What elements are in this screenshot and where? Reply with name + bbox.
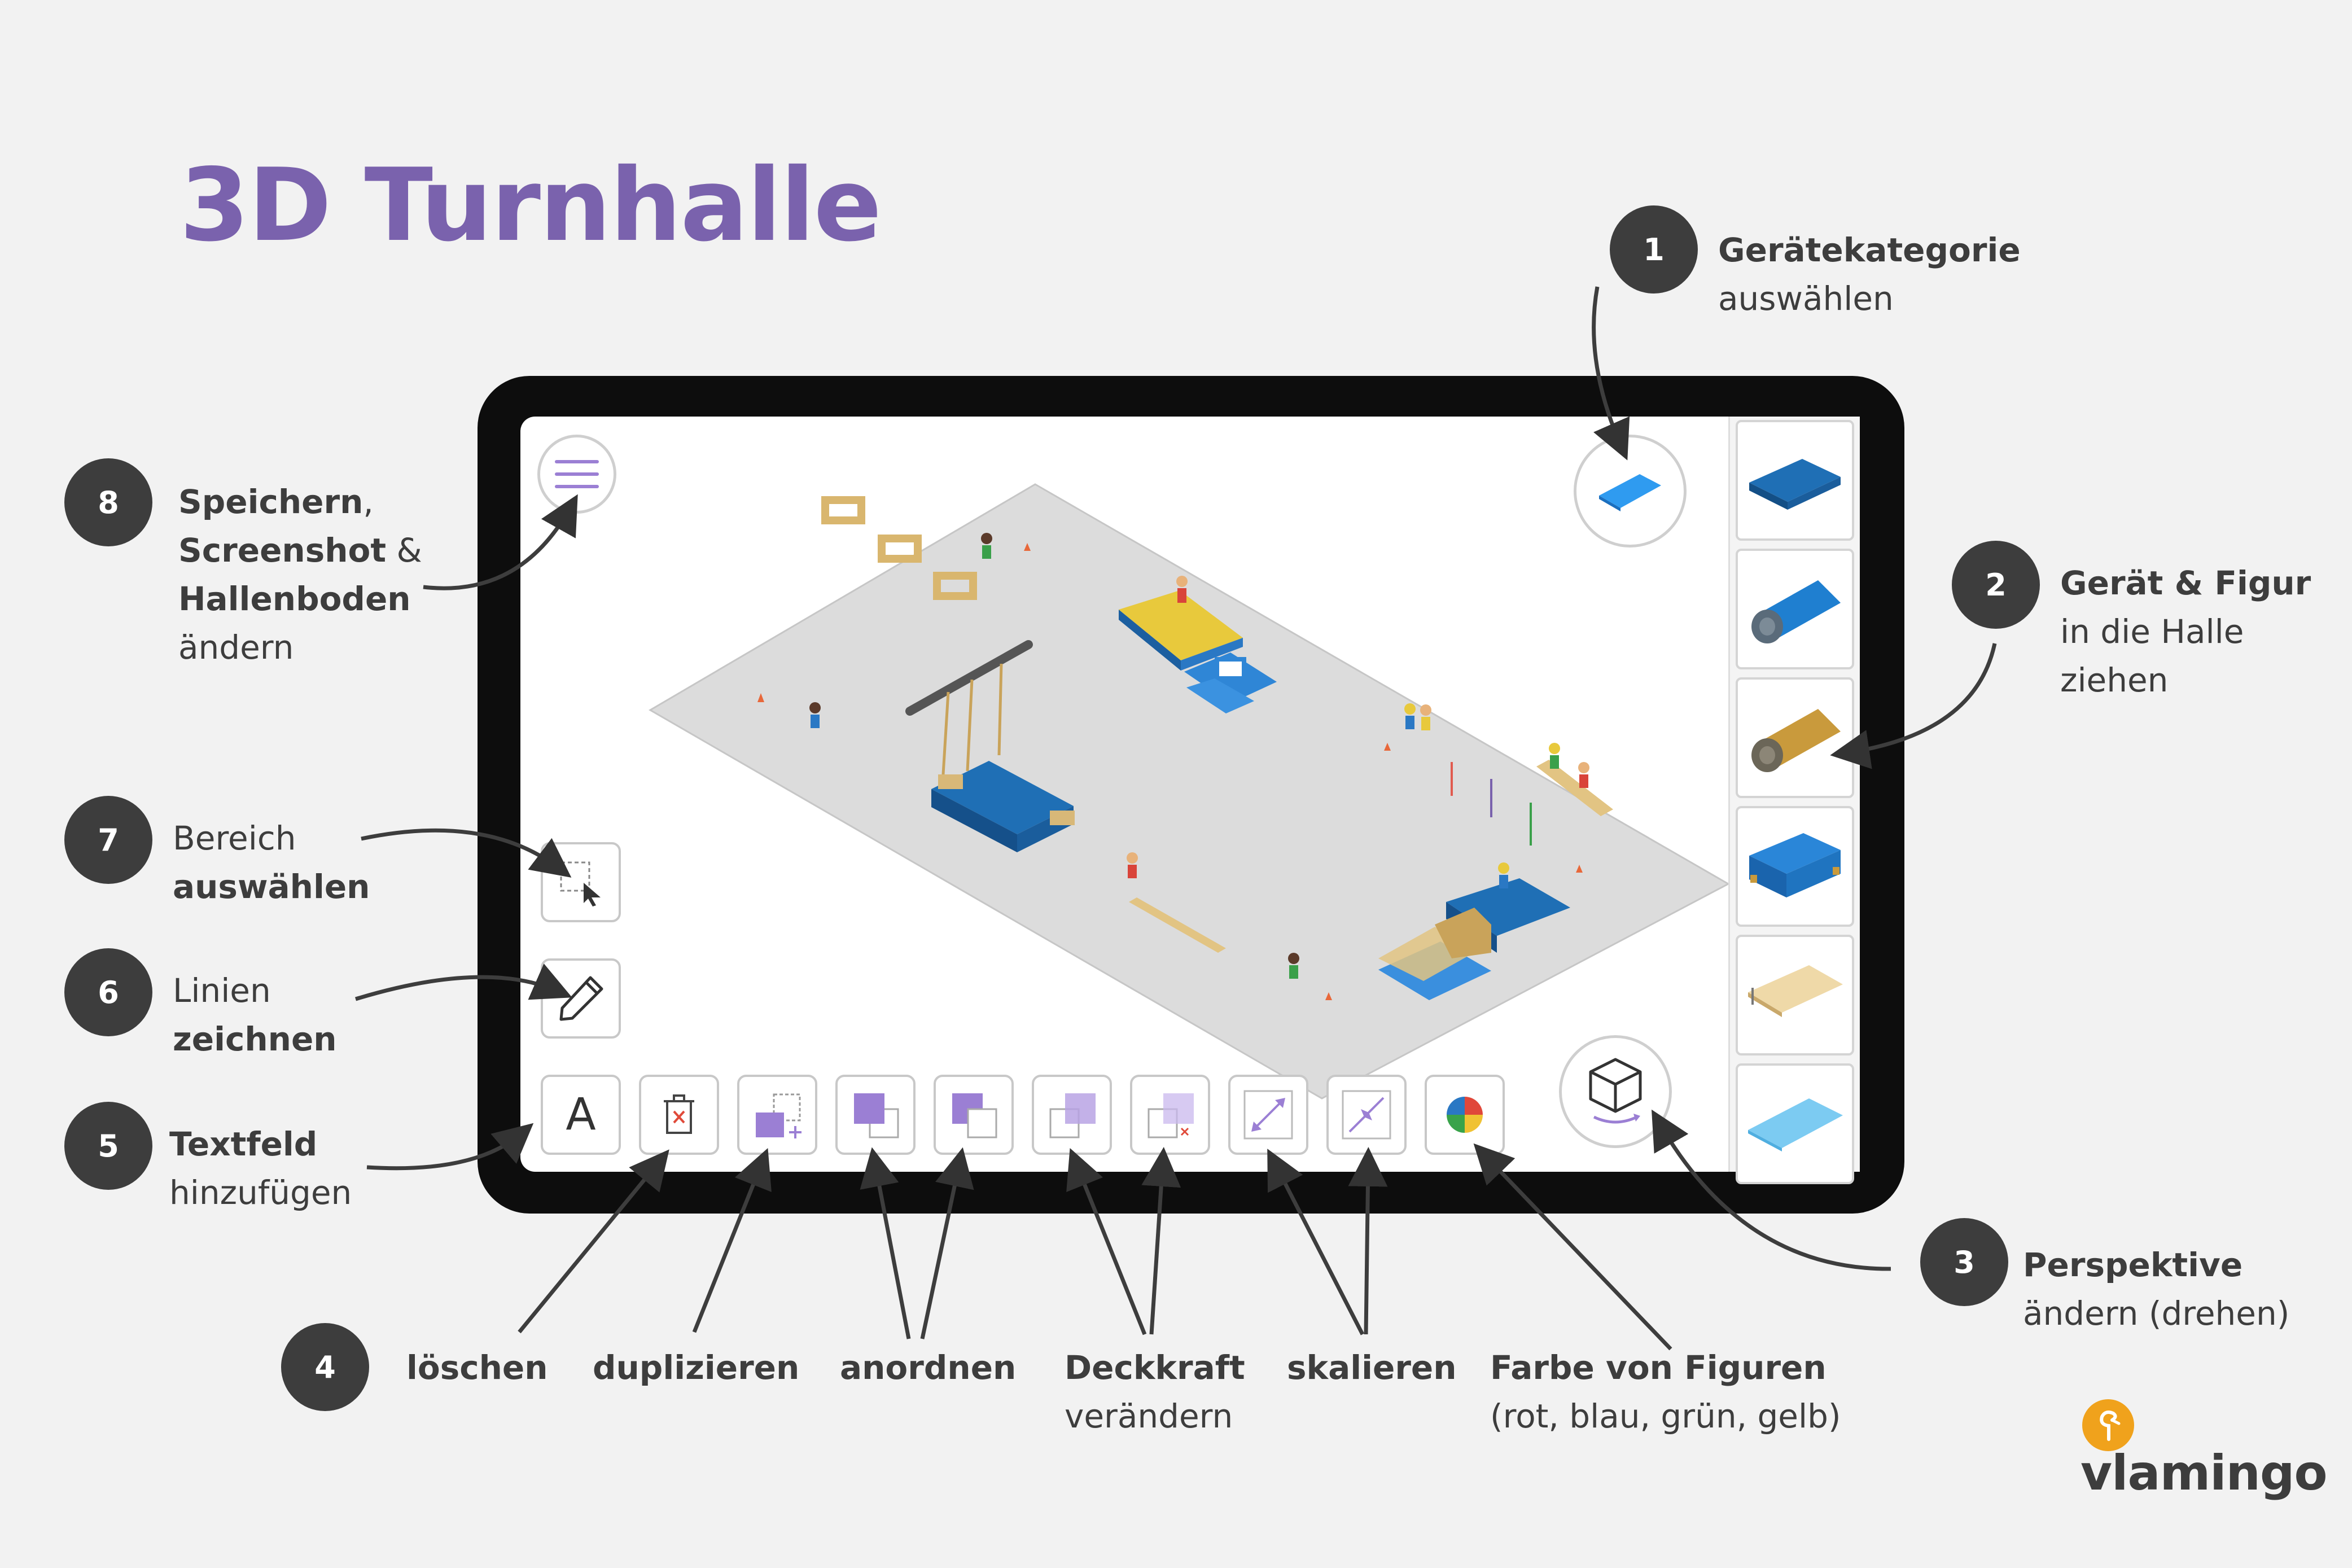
annotation-7: Bereich auswählen	[173, 814, 370, 911]
sidebar-item-light-blue-mat[interactable]	[1736, 1063, 1854, 1184]
label-farbe-sub: (rot, blau, grün, gelb)	[1490, 1397, 1841, 1435]
sidebar-item-blue-box[interactable]	[1736, 806, 1854, 927]
label-deckkraft-group: Deckkraft verändern	[1065, 1343, 1245, 1440]
annotation-8-bold2: Screenshot	[178, 531, 387, 570]
app-canvas[interactable]: A	[520, 417, 1858, 1172]
light-blue-mat-icon	[1748, 1098, 1843, 1151]
badge-7: 7	[64, 796, 152, 884]
color-wheel-icon	[1447, 1097, 1483, 1133]
annotation-6: Linien zeichnen	[173, 966, 337, 1063]
badge-4: 4	[281, 1323, 369, 1411]
blue-roll-icon	[1751, 580, 1841, 643]
annotation-3: Perspektive ändern (drehen)	[2023, 1241, 2289, 1338]
label-loeschen: löschen	[406, 1348, 548, 1387]
label-farbe-group: Farbe von Figuren (rot, blau, grün, gelb…	[1490, 1343, 1841, 1440]
label-deckkraft: Deckkraft	[1065, 1348, 1245, 1387]
label-farbe: Farbe von Figuren	[1490, 1348, 1827, 1387]
sidebar-item-blue-roll[interactable]	[1736, 549, 1854, 669]
annotation-5: Textfeld hinzufügen	[169, 1120, 352, 1217]
badge-5: 5	[64, 1102, 152, 1190]
pencil-icon	[559, 976, 603, 1021]
logo-wordmark: vlamingo	[2081, 1445, 2328, 1501]
page-title: 3D Turnhalle	[179, 147, 882, 264]
label-deckkraft-sub: verändern	[1065, 1397, 1233, 1435]
rotate-cube-icon	[1589, 1058, 1642, 1124]
duplicate-icon	[756, 1093, 801, 1138]
category-button[interactable]	[1574, 435, 1687, 548]
annotation-1-bold: Gerätekategorie	[1718, 231, 2021, 269]
badge-1: 1	[1610, 205, 1698, 294]
scale-down-icon	[1342, 1090, 1391, 1140]
sidebar-item-bench[interactable]	[1736, 935, 1854, 1055]
text-tool-label: A	[566, 1089, 596, 1140]
annotation-8-comma: ,	[363, 483, 374, 521]
equipment-sidebar	[1728, 417, 1860, 1184]
scale-up-icon	[1243, 1090, 1293, 1140]
annotation-2: Gerät & Figur in die Halle ziehen	[2060, 559, 2311, 704]
label-skalieren: skalieren	[1287, 1348, 1457, 1387]
label-duplizieren: duplizieren	[593, 1348, 800, 1387]
annotation-6-bold: zeichnen	[173, 1020, 337, 1058]
draw-line-tool[interactable]	[541, 958, 621, 1039]
annotation-7-text: Bereich	[173, 819, 296, 857]
gym-scene[interactable]	[520, 417, 1858, 1172]
bench-icon	[1748, 965, 1843, 1017]
opacity-less-tool[interactable]	[1130, 1075, 1210, 1155]
select-area-tool[interactable]	[541, 842, 621, 922]
annotation-7-bold: auswählen	[173, 868, 370, 906]
label-anordnen: anordnen	[840, 1348, 1017, 1387]
send-back-tool[interactable]	[934, 1075, 1014, 1155]
sidebar-item-wooden-roll[interactable]	[1736, 677, 1854, 798]
annotation-8-bold3: Hallenboden	[178, 580, 411, 618]
annotation-1-text: auswählen	[1718, 279, 1894, 318]
trash-icon	[664, 1094, 694, 1134]
bring-front-tool[interactable]	[835, 1075, 916, 1155]
text-tool[interactable]: A	[541, 1075, 621, 1155]
color-tool[interactable]	[1425, 1075, 1505, 1155]
hamburger-icon	[555, 460, 599, 488]
send-to-back-icon	[952, 1093, 997, 1138]
opacity-icon	[1049, 1093, 1096, 1138]
blue-mat-icon	[1749, 459, 1841, 510]
select-area-icon	[560, 861, 601, 906]
bring-to-front-icon	[854, 1093, 899, 1138]
scale-down-tool[interactable]	[1326, 1075, 1407, 1155]
blue-box-icon	[1749, 833, 1841, 897]
annotation-2-line3: ziehen	[2060, 661, 2169, 699]
wooden-roll-icon	[1751, 709, 1841, 772]
badge-8: 8	[64, 458, 152, 546]
blue-mat-icon	[1599, 474, 1661, 511]
annotation-8-bold1: Speichern	[178, 483, 363, 521]
annotation-3-bold: Perspektive	[2023, 1246, 2243, 1284]
perspective-button[interactable]	[1559, 1035, 1672, 1148]
annotation-2-line2: in die Halle	[2060, 612, 2244, 651]
annotation-8-amp: &	[386, 531, 422, 570]
annotation-3-text: ändern (drehen)	[2023, 1294, 2290, 1333]
opacity-reduce-icon	[1147, 1093, 1194, 1138]
annotation-8: Speichern, Screenshot & Hallenboden ände…	[178, 478, 422, 672]
sidebar-item-blue-mat[interactable]	[1736, 420, 1854, 541]
badge-3: 3	[1920, 1218, 2008, 1306]
duplicate-tool[interactable]	[737, 1075, 817, 1155]
scale-up-tool[interactable]	[1228, 1075, 1308, 1155]
annotation-5-text: hinzufügen	[169, 1173, 352, 1212]
menu-button[interactable]	[537, 435, 616, 514]
annotation-5-bold: Textfeld	[169, 1125, 318, 1163]
annotation-6-text: Linien	[173, 971, 271, 1010]
annotation-8-text: ändern	[178, 628, 294, 667]
delete-tool[interactable]	[639, 1075, 719, 1155]
annotation-2-bold: Gerät & Figur	[2060, 564, 2311, 602]
flamingo-logo-icon	[2082, 1399, 2134, 1451]
annotation-1: Gerätekategorie auswählen	[1718, 226, 2021, 323]
badge-2: 2	[1952, 541, 2040, 629]
opacity-more-tool[interactable]	[1032, 1075, 1112, 1155]
badge-6: 6	[64, 948, 152, 1036]
